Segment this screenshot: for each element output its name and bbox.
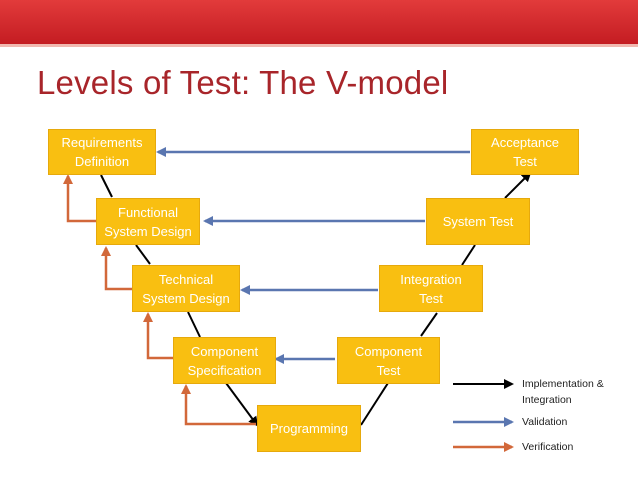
system-test-label: System Test <box>442 214 514 229</box>
technical-line2: System Design <box>142 290 230 306</box>
requirements-line1: Requirements <box>61 135 143 150</box>
functional-line1: Functional <box>118 204 178 220</box>
requirements-line2: Definition <box>74 154 130 169</box>
component-spec-line1: Component <box>190 343 259 359</box>
legend-implementation-line1: Implementation & <box>522 378 604 390</box>
legend-verification-label: Verification <box>522 441 574 453</box>
programming-box: Programming <box>257 405 361 452</box>
impl-line-prog-comptest <box>360 382 389 426</box>
acceptance-test-line1: Acceptance <box>491 135 559 150</box>
integration-test-box: Integration Test <box>379 265 483 312</box>
technical-line1: Technical <box>158 271 214 287</box>
verification-arrow-functional <box>63 174 96 223</box>
slide-title: Levels of Test: The V-model <box>37 64 449 101</box>
system-test-box: System Test <box>426 198 530 245</box>
component-test-line2: Test <box>376 362 401 378</box>
legend-implementation-line2: Integration <box>522 394 572 406</box>
impl-line-req-func <box>100 174 113 198</box>
technical-system-design-box: Technical System Design <box>132 265 240 312</box>
impl-line-tech-comp <box>187 311 201 338</box>
impl-line-func-tech <box>135 244 151 265</box>
verification-arrow-technical <box>101 246 132 291</box>
component-test-box: Component Test <box>337 337 440 384</box>
acceptance-test-box: Acceptance Test <box>471 129 579 175</box>
acceptance-test-line2: Test <box>513 154 537 169</box>
impl-line-comp-prog <box>225 382 259 427</box>
header-bar <box>0 0 638 44</box>
integration-test-line2: Test <box>419 290 443 306</box>
verification-arrow-programming <box>181 384 256 426</box>
legend-validation-label: Validation <box>522 416 568 428</box>
component-specification-box: Component Specification <box>173 337 276 384</box>
impl-line-integ-system <box>461 244 476 266</box>
impl-line-system-accept <box>504 171 532 199</box>
programming-label: Programming <box>269 421 349 436</box>
integration-test-line1: Integration <box>400 271 462 287</box>
legend-implementation-label: Implementation & Integration <box>522 376 604 408</box>
component-test-line1: Component <box>354 343 423 359</box>
functional-line2: System Design <box>104 223 192 239</box>
functional-system-design-box: Functional System Design <box>96 198 200 245</box>
requirements-definition-box: Requirements Definition <box>48 129 156 175</box>
impl-line-comptest-integ <box>420 312 438 337</box>
verification-arrow-component <box>143 312 173 360</box>
header-stripe <box>0 44 638 47</box>
component-spec-line2: Specification <box>187 362 262 378</box>
